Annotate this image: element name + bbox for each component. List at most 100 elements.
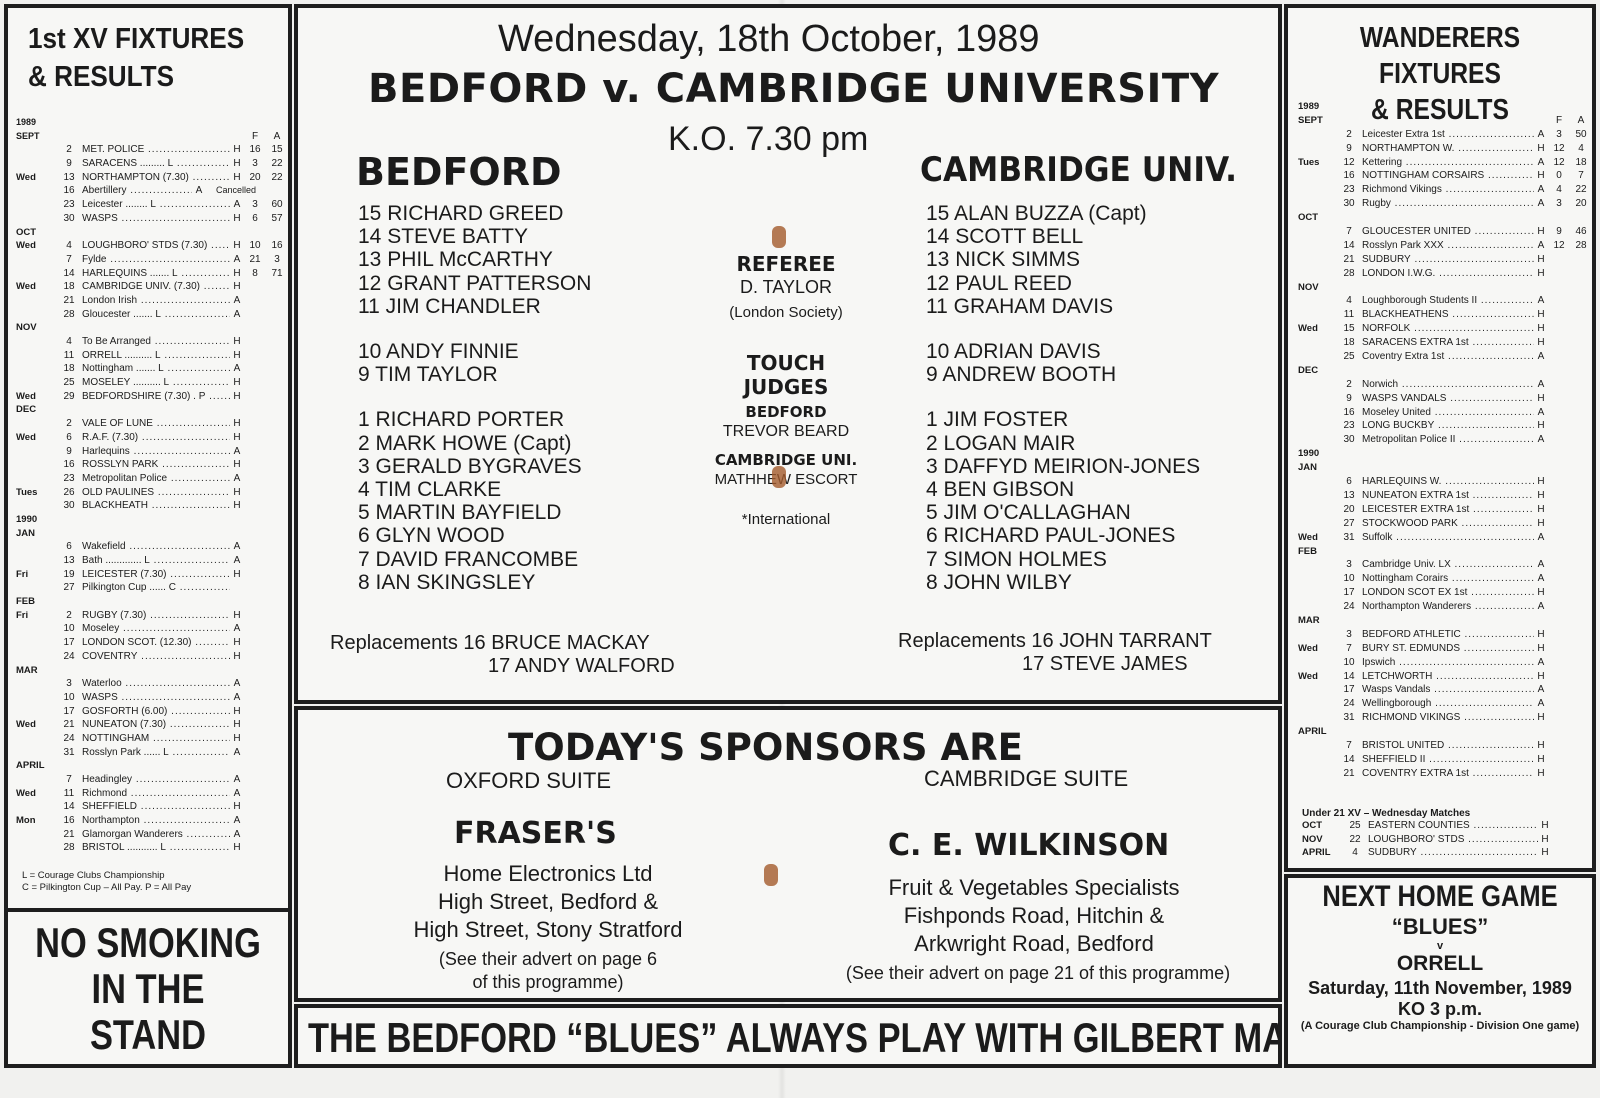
fixture-day <box>56 321 82 335</box>
fixture-opponent: Nottingham Corairs <box>1362 572 1534 586</box>
fixture-row: 1990 <box>16 513 288 527</box>
fixture-venue: H <box>233 842 241 854</box>
score-for <box>1548 211 1570 225</box>
score-against <box>266 321 288 335</box>
score-for <box>244 691 266 705</box>
fixture-venue: H <box>233 336 241 347</box>
fixture-venue: H <box>1537 170 1545 182</box>
score-for: 20 <box>249 171 261 183</box>
fixture-venue: H <box>233 267 241 279</box>
fixture-day: 23 <box>1343 420 1355 432</box>
score-for <box>244 280 266 294</box>
fixture-opponent: GLOUCESTER UNITED <box>1362 225 1534 239</box>
fixture-opponent: Suffolk <box>1362 531 1534 545</box>
player-line: 10 ANDY FINNIE <box>358 340 519 364</box>
fixture-day <box>56 759 82 773</box>
score-for <box>244 362 266 376</box>
score-against <box>1570 572 1592 586</box>
fixture-opponent: ROSSLYN PARK <box>82 458 230 472</box>
fixture-opponent: COVENTRY EXTRA 1st <box>1362 767 1534 781</box>
month-label <box>16 445 56 459</box>
fixture-venue: A <box>1537 156 1545 168</box>
fixture-venue: A <box>233 815 241 827</box>
fixture-day: 13 <box>63 555 75 566</box>
versus-label: v <box>1436 940 1444 952</box>
score-against <box>266 362 288 376</box>
month-label <box>1298 656 1336 670</box>
fixture-day: 30 <box>63 500 75 512</box>
fixture-row: 30RugbyA320 <box>1298 197 1592 211</box>
fixture-opponent: Bath ............. L <box>82 554 230 568</box>
month-label: Wed <box>1298 642 1318 654</box>
fixture-venue: A <box>1537 573 1545 585</box>
fixture-opponent: GOSFORTH (6.00) <box>82 705 230 719</box>
score-for <box>244 568 266 582</box>
player-line: 11 GRAHAM DAVIS <box>926 294 1114 318</box>
fixture-venue <box>230 581 244 595</box>
fixture-day: 17 <box>63 637 75 649</box>
fixture-venue: H <box>1537 712 1545 724</box>
fixture-venue <box>230 226 244 240</box>
fixture-day: 13 <box>63 171 75 183</box>
month-label: APRIL <box>1298 726 1327 738</box>
player-line: 10 ADRIAN DAVIS <box>926 340 1101 364</box>
score-against <box>1570 545 1592 559</box>
fixture-day: 16 <box>63 815 75 827</box>
player-line: 15 ALAN BUZZA (Capt) <box>926 202 1147 225</box>
month-label <box>16 705 56 719</box>
month-label <box>1298 517 1336 531</box>
player-line: 5 MARTIN BAYFIELD <box>358 501 562 525</box>
gilbert-banner: THE BEDFORD “BLUES” ALWAYS PLAY WITH GIL… <box>294 1004 1282 1068</box>
player-line: 6 RICHARD PAUL-JONES <box>926 524 1176 548</box>
fixture-row: 3WaterlooA <box>16 677 288 691</box>
fixture-opponent: Headingley <box>82 773 230 787</box>
month-label <box>16 622 56 636</box>
fixture-opponent: Wasps Vandals <box>1362 683 1534 697</box>
fixture-day: 14 <box>63 801 75 813</box>
score-for <box>244 800 266 814</box>
player-line: 17 ANDY WALFORD <box>488 655 675 677</box>
fixture-venue: A <box>1537 184 1545 196</box>
score-against: 15 <box>271 144 283 156</box>
fixture-opponent: HARLEQUINS ....... L <box>82 267 230 281</box>
no-smoking-line1: NO SMOKING <box>35 919 261 966</box>
next-game-kickoff: KO 3 p.m. <box>1397 999 1482 1019</box>
next-game-date: Saturday, 11th November, 1989 <box>1308 978 1572 998</box>
fixture-day: 27 <box>63 582 75 594</box>
fixture-venue <box>230 321 244 335</box>
fixture-venue <box>1534 461 1548 475</box>
fixture-day: 20 <box>1343 503 1355 515</box>
month-label <box>1298 294 1336 308</box>
fixture-row: Wed14LETCHWORTHH <box>1298 670 1592 684</box>
fixture-venue: A <box>233 623 241 635</box>
score-against <box>266 184 288 198</box>
score-against <box>266 472 288 486</box>
month-label <box>1298 600 1336 614</box>
month-label: JAN <box>16 527 36 539</box>
staple-mark <box>772 226 786 248</box>
score-against <box>266 718 288 732</box>
score-for <box>1548 308 1570 322</box>
fixture-day: 4 <box>66 240 72 252</box>
month-label: Wed <box>16 431 36 443</box>
fixture-row: 1990 <box>1298 447 1592 461</box>
month-label: Mon <box>16 815 36 827</box>
score-against: 3 <box>274 253 280 265</box>
fixture-venue <box>1534 725 1548 739</box>
fixture-venue: H <box>233 609 241 621</box>
score-for <box>1548 614 1570 628</box>
score-against: 60 <box>271 199 283 211</box>
month-label: Wed <box>16 281 36 293</box>
score-against <box>266 746 288 760</box>
fixture-venue: H <box>233 281 241 293</box>
next-game-opponent: ORRELL <box>1396 952 1484 975</box>
fixture-day: 7 <box>1346 226 1352 238</box>
month-label <box>1298 572 1336 586</box>
score-against <box>1570 419 1592 433</box>
score-against <box>1570 558 1592 572</box>
score-for <box>1548 475 1570 489</box>
wanderers-title-line2: & RESULTS <box>1371 94 1509 126</box>
